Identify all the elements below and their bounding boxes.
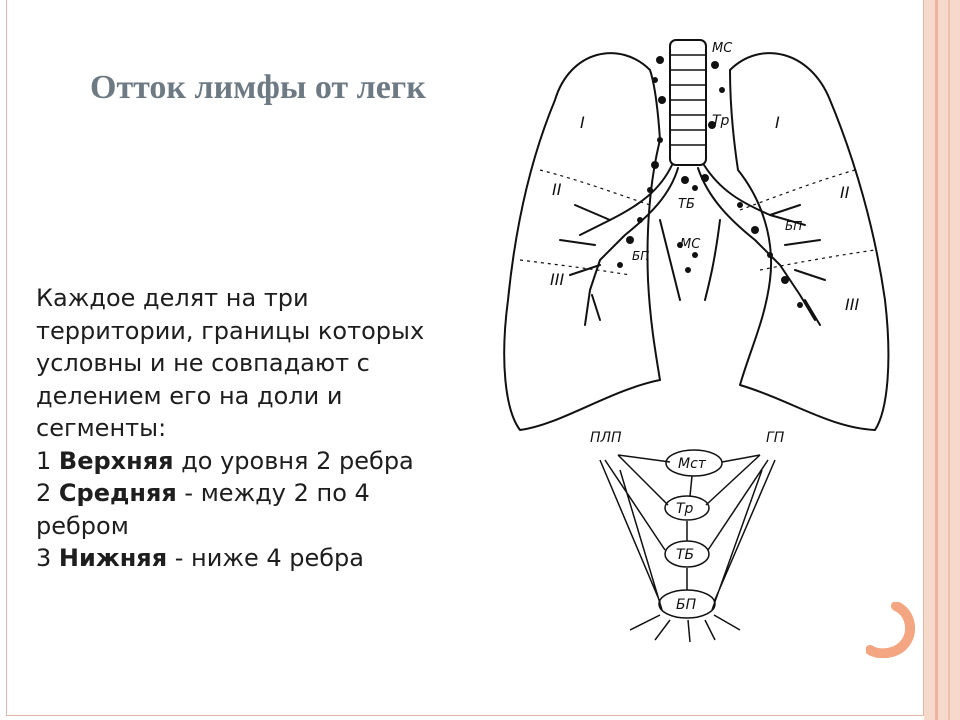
label-zone-III-right: III — [845, 295, 859, 314]
left-lung-outline — [503, 52, 661, 431]
zone-item-lower: 3 Нижняя - ниже 4 ребра — [36, 542, 496, 575]
decorative-right-band — [924, 0, 960, 720]
label-zone-I-right: I — [775, 113, 780, 132]
node-tr — [664, 495, 710, 521]
zone-number: 2 — [36, 479, 52, 507]
zone-description: до уровня 2 ребра — [173, 446, 414, 475]
zone-item-middle: 2 Средняя - между 2 по 4 — [36, 477, 496, 510]
slide-title: Отток лимфы от легк — [90, 69, 426, 106]
left-main-bronchus — [579, 164, 673, 236]
label-zone-II-left: II — [552, 180, 562, 199]
trachea — [669, 39, 707, 166]
label-node-tr: Тр — [676, 501, 694, 517]
label-zone-II-right: II — [840, 183, 850, 202]
lymph-drainage-diagram: I I II II III III МС Тр ТБ МС БП БП ПЛП … — [503, 39, 890, 643]
zone-name: Верхняя — [58, 446, 174, 475]
zone-description: - ниже 4 ребра — [167, 544, 364, 572]
slide — [6, 0, 924, 716]
right-upper-boundary — [739, 169, 856, 211]
body-text: Каждое делят на три территории, границы … — [36, 282, 496, 575]
right-main-bronchus — [703, 164, 806, 226]
lymph-nodes — [617, 56, 803, 308]
zone-item-upper: 1 Верхняя до уровня 2 ребра — [36, 445, 496, 478]
label-tr: Тр — [712, 113, 730, 129]
label-mc-top: МС — [712, 41, 733, 56]
paragraph-line: условны и не совпадают с — [36, 349, 370, 377]
label-mc-mid: МС — [680, 237, 701, 252]
label-zone-III-left: III — [550, 270, 564, 289]
paragraph-line: сегменты: — [36, 414, 167, 442]
zone-number: 1 — [36, 446, 52, 475]
zone-number: 3 — [36, 544, 52, 572]
label-zone-I-left: I — [580, 113, 585, 132]
paragraph-line: территории, границы которых — [36, 316, 425, 345]
label-plp: ПЛП — [590, 430, 622, 446]
right-lower-boundary — [759, 249, 876, 271]
decorative-stripe — [935, 0, 938, 720]
zone-name: Нижняя — [58, 544, 168, 572]
right-lung-outline — [729, 52, 890, 431]
paragraph-line: делением его на доли и — [36, 381, 343, 410]
corner-accent-decoration — [866, 602, 916, 658]
label-tb: ТБ — [678, 197, 695, 212]
label-node-bp: БП — [676, 597, 697, 613]
label-bp-left: БП — [632, 249, 649, 263]
label-node-mst: Мст — [678, 456, 707, 472]
decorative-stripe — [948, 0, 950, 720]
node-mst — [665, 449, 723, 477]
label-node-tb: ТБ — [676, 547, 694, 563]
left-lower-boundary — [519, 259, 631, 276]
paragraph-line: Каждое делят на три — [36, 284, 309, 312]
zone-name: Средняя — [58, 479, 177, 507]
zone-description: ребром — [36, 511, 129, 540]
zone-description: - между 2 по 4 — [176, 479, 370, 507]
label-gp: ГП — [766, 430, 785, 446]
zone-item-middle-continued: ребром — [36, 510, 496, 543]
label-bp-right: БП — [785, 219, 802, 233]
